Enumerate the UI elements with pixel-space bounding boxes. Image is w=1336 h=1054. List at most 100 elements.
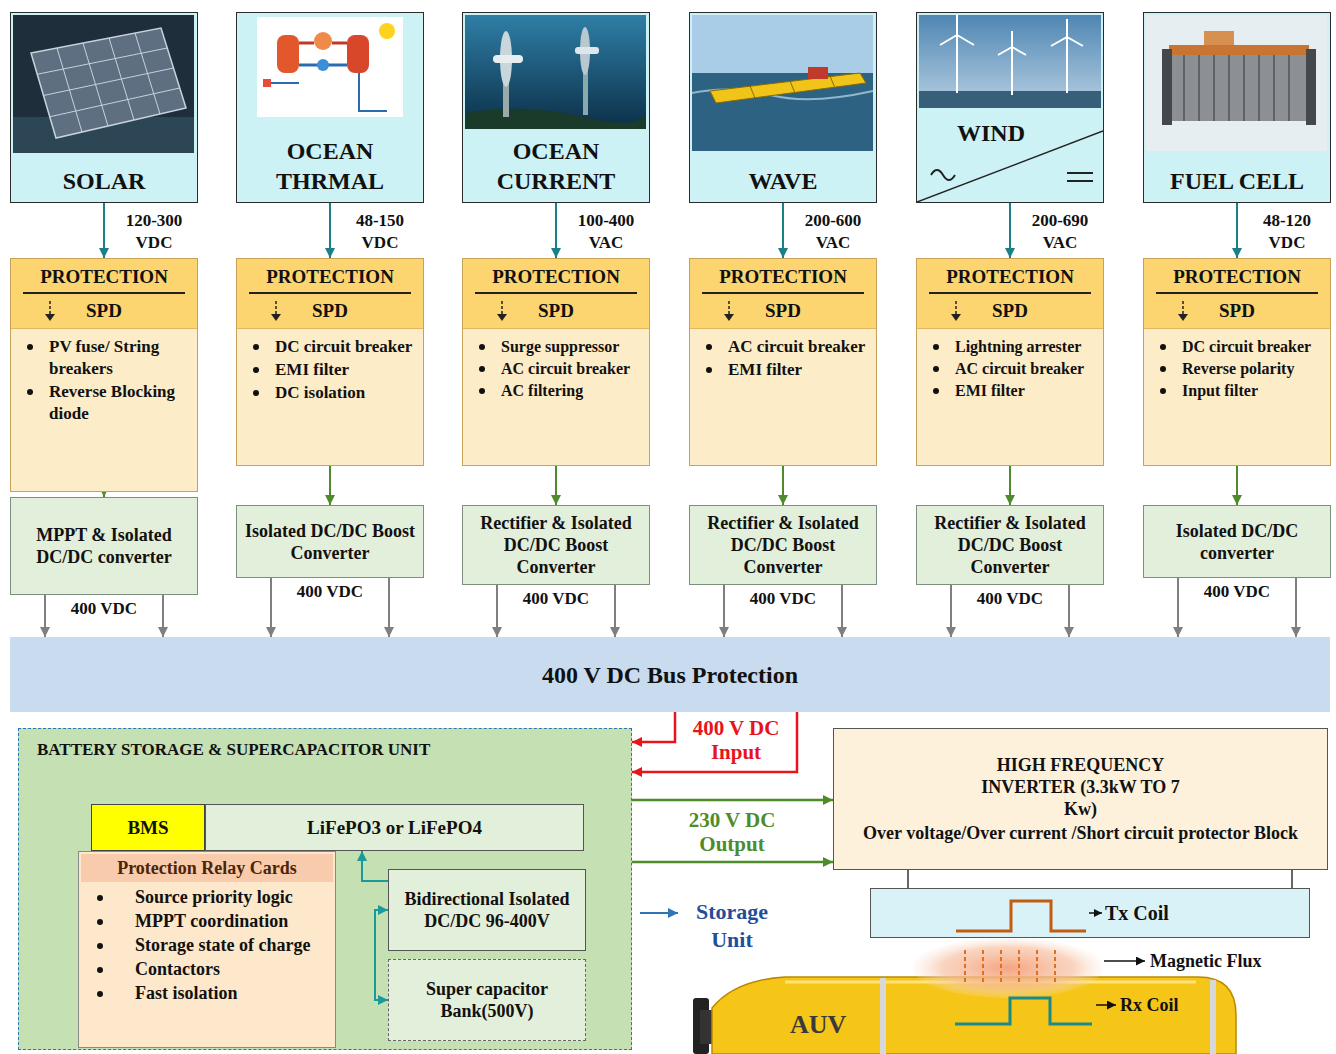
bullet-item: Storage state of charge (79, 934, 335, 957)
box-text: LiFePO3 or LiFePO4 (212, 817, 577, 839)
magnetic-flux (1036, 950, 1038, 985)
tx-coil-symbol (1089, 912, 1102, 914)
box-text: Rectifier & Isolated DC/DC Boost Convert… (469, 512, 643, 578)
bullet-dot (933, 388, 939, 394)
supercapacitor-box: Super capacitor Bank(500V) (388, 959, 586, 1041)
edge-label: 48-150 VDC (338, 210, 422, 254)
protection-content: PROTECTIONSPDSurge suppressorAC circuit … (463, 259, 649, 408)
spd-arrow-icon (1176, 300, 1190, 322)
solar-illustration (50, 88, 180, 117)
bullet-dot (97, 967, 103, 973)
solar-illustration (37, 33, 180, 132)
bullet-item: DC isolation (237, 382, 417, 404)
spd-row: SPD (925, 294, 1095, 328)
converter-box: Rectifier & Isolated DC/DC Boost Convert… (916, 505, 1104, 585)
bullet-text: AC circuit breaker (501, 358, 643, 379)
spd-arrow-icon (497, 314, 507, 321)
ocean-current-illustration (463, 13, 648, 131)
vehicle-label: AUV (790, 1010, 870, 1040)
spd-arrow-icon (269, 300, 283, 322)
wind-illustration (919, 91, 1101, 108)
wind-illustration (917, 13, 1103, 202)
box-content: HIGH FREQUENCY INVERTER (3.3kW TO 7 Kw)O… (834, 751, 1327, 847)
inverter-box: HIGH FREQUENCY INVERTER (3.3kW TO 7 Kw)O… (833, 728, 1328, 870)
header-underline (1156, 292, 1318, 294)
bullet-list: PV fuse/ String breakersReverse Blocking… (11, 329, 197, 432)
ocean-current-illustration (575, 47, 599, 54)
source-box: OCEAN CURRENT (462, 12, 650, 203)
magnetic-flux (965, 950, 1055, 985)
spd-label: SPD (1219, 299, 1255, 323)
tx-coil-symbol (956, 901, 1086, 931)
source-label: SOLAR (29, 166, 179, 196)
dc-bus-band: 400 V DC Bus Protection (10, 637, 1330, 712)
bullet-list: Source priority logicMPPT coordinationSt… (79, 886, 335, 1005)
box-content: MPPT & Isolated DC/DC converter (11, 521, 197, 571)
label-holder: WIND (957, 119, 1025, 147)
edge-label: 400 V DC Input (682, 716, 790, 764)
bullet-dot (27, 389, 33, 395)
header-underline (475, 292, 637, 294)
edge-label: 230 V DC Output (672, 808, 792, 856)
connector (632, 712, 675, 742)
bullet-item: DC circuit breaker (237, 336, 417, 358)
connector (782, 466, 784, 505)
wave-illustration (692, 15, 873, 75)
spd-arrow-icon (728, 301, 730, 314)
ocean-thermal-illustration (379, 23, 395, 39)
box-content: Isolated DC/DC converter (1144, 517, 1330, 567)
connector (329, 203, 331, 258)
bullet-text: DC circuit breaker (1182, 336, 1324, 357)
edge-label: 400 VDC (285, 582, 375, 602)
magnetic-flux (982, 950, 984, 985)
label-anchor: 400 VDC (965, 589, 1055, 609)
converter-box: MPPT & Isolated DC/DC converter (10, 497, 198, 595)
protection-header: PROTECTIONSPD (237, 259, 423, 329)
box-text: Isolated DC/DC Boost Converter (243, 520, 417, 564)
connector (1009, 466, 1011, 505)
fuel-cell-illustration (1243, 55, 1245, 121)
label-holder: SOLAR (11, 166, 197, 196)
fuel-cell-illustration (1306, 49, 1316, 125)
label-anchor: 48-150 VDC (338, 210, 422, 254)
bullet-item: EMI filter (690, 359, 870, 381)
box-text: Isolated DC/DC converter (1150, 520, 1324, 564)
spd-arrow-icon (724, 314, 734, 321)
box-content: Isolated DC/DC Boost Converter (237, 517, 423, 567)
bms-box: BMS (91, 804, 205, 851)
wind-illustration (998, 31, 1026, 55)
wind-illustration (1011, 47, 1013, 95)
connector (162, 595, 164, 637)
label-anchor: 120-300 VDC (112, 210, 196, 254)
box-content: BMS (92, 814, 204, 842)
magnetic-flux (913, 938, 1103, 998)
wind-illustration (1051, 19, 1083, 46)
solar-illustration (37, 48, 167, 74)
spd-label: SPD (538, 299, 574, 323)
protection-header: PROTECTIONSPD (690, 259, 876, 329)
bullet-text: Lightning arrester (955, 336, 1097, 357)
bullet-text: DC isolation (275, 382, 417, 404)
box-text: MPPT & Isolated DC/DC converter (17, 524, 191, 568)
protection-header: PROTECTIONSPD (11, 259, 197, 329)
bullet-item: Source priority logic (79, 886, 335, 909)
ocean-thermal-illustration (277, 35, 299, 73)
ocean-thermal-illustration (317, 59, 329, 71)
bullet-list: DC circuit breakerReverse polarityInput … (1144, 329, 1330, 408)
bullet-dot (933, 344, 939, 350)
spd-arrow-icon (43, 300, 57, 322)
ocean-thermal-illustration (314, 32, 332, 50)
fuel-cell-illustration (1184, 55, 1289, 121)
wind-illustration (931, 170, 955, 180)
connector (950, 585, 952, 637)
header-underline (702, 292, 864, 294)
box-content: Bidirectional Isolated DC/DC 96-400V (389, 885, 585, 935)
bullet-text: Reverse Blocking diode (49, 381, 191, 425)
solar-illustration (31, 28, 186, 138)
wave-illustration (692, 73, 873, 151)
bullet-text: AC circuit breaker (728, 336, 870, 358)
box-content: Super capacitor Bank(500V) (389, 975, 585, 1025)
solar-illustration (109, 38, 134, 120)
bullet-text: MPPT coordination (135, 910, 335, 933)
